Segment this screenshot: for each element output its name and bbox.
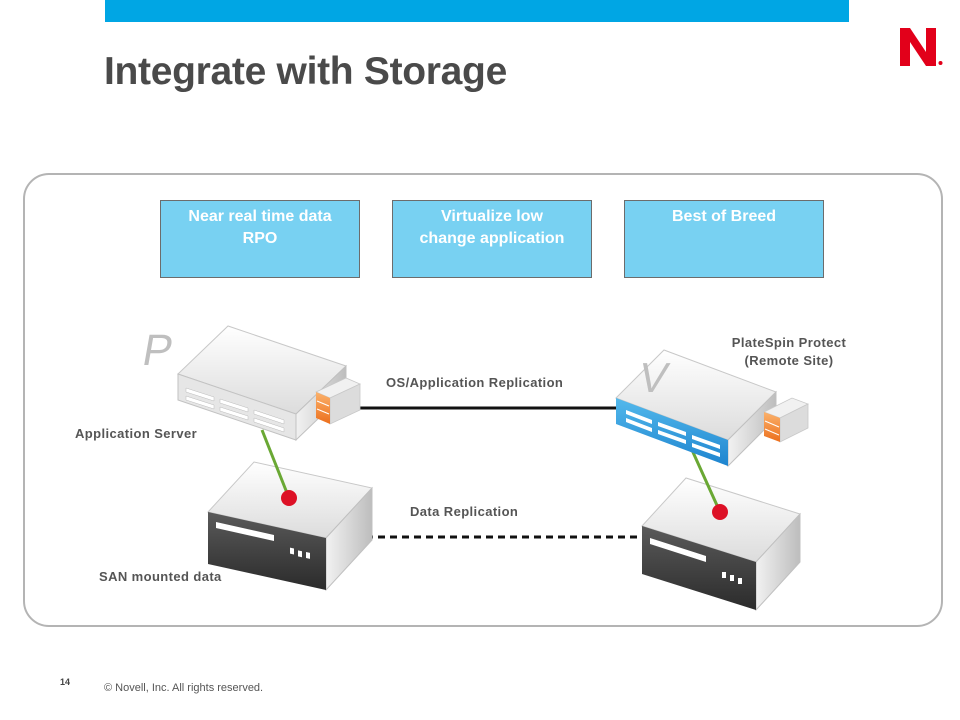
os-replication-label: OS/Application Replication <box>386 375 564 390</box>
novell-logo-icon <box>900 28 943 66</box>
platespin-label: PlateSpin Protect (Remote Site) <box>716 335 862 368</box>
storage-array-icon <box>641 477 801 612</box>
storage-array-icon <box>207 461 373 592</box>
diagram-panel <box>23 173 943 627</box>
app-server-label: Application Server <box>75 426 198 441</box>
benefit-virtualize-line1: Virtualize low <box>441 208 543 225</box>
remote-storage-link <box>690 449 722 513</box>
benefit-box-rpo: Near real time data RPO <box>160 200 360 278</box>
benefit-box-virtualize: Virtualize low change application <box>392 200 592 278</box>
accent-bar <box>105 0 849 22</box>
page-number: 14 <box>60 677 71 687</box>
benefit-rpo-line2: RPO <box>242 230 278 247</box>
benefit-virtualize-line2: change application <box>419 230 565 247</box>
benefit-best-line1: Best of Breed <box>671 208 777 225</box>
storage-node <box>281 490 297 506</box>
server-letter-p: P <box>139 326 177 375</box>
copyright-notice: © Novell, Inc. All rights reserved. <box>104 682 264 694</box>
platespin-label-line2: (Remote Site) <box>744 353 834 368</box>
platespin-label-line1: PlateSpin Protect <box>731 335 847 350</box>
virtual-server-icon: V <box>615 349 809 468</box>
san-data-label: SAN mounted data <box>99 569 222 584</box>
app-storage-link <box>260 429 291 499</box>
storage-node <box>712 504 728 520</box>
page-title: Integrate with Storage <box>104 50 507 93</box>
data-replication-label: Data Replication <box>410 504 519 519</box>
benefit-rpo-line1: Near real time data <box>188 208 332 225</box>
benefit-box-best-of-breed: Best of Breed <box>624 200 824 278</box>
physical-server-icon: P <box>139 325 361 442</box>
